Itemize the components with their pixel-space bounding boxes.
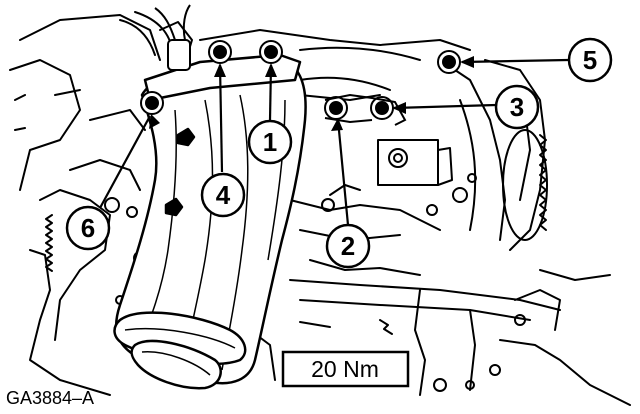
leader-4 xyxy=(218,64,224,173)
torque-spec-box: 20 Nm xyxy=(281,350,410,388)
bolt-5 xyxy=(437,50,461,74)
callout-4: 4 xyxy=(200,172,246,218)
callout-3: 3 xyxy=(494,84,540,130)
bolt-1 xyxy=(259,40,283,64)
bolt-4 xyxy=(208,40,232,64)
leader-3 xyxy=(393,103,497,110)
engine-block-linework xyxy=(9,11,631,406)
svg-text:1: 1 xyxy=(263,127,277,157)
callout-1: 1 xyxy=(247,119,293,165)
leader-2 xyxy=(336,119,350,226)
svg-text:5: 5 xyxy=(583,45,597,75)
svg-text:2: 2 xyxy=(341,231,355,261)
callout-6: 6 xyxy=(65,205,111,251)
leader-5 xyxy=(461,58,569,64)
bolt-group xyxy=(140,4,461,126)
bolt-6 xyxy=(140,91,164,115)
svg-text:3: 3 xyxy=(510,92,524,122)
svg-text:6: 6 xyxy=(81,213,95,243)
svg-text:4: 4 xyxy=(216,180,231,210)
torque-spec-label: 20 Nm xyxy=(311,356,379,382)
callout-5: 5 xyxy=(567,37,613,83)
leader-arrowheads xyxy=(149,56,474,131)
callout-2: 2 xyxy=(325,223,371,269)
bolt-2 xyxy=(324,96,348,120)
leader-6 xyxy=(99,115,151,209)
figure-id: GA3884–A xyxy=(6,388,94,408)
